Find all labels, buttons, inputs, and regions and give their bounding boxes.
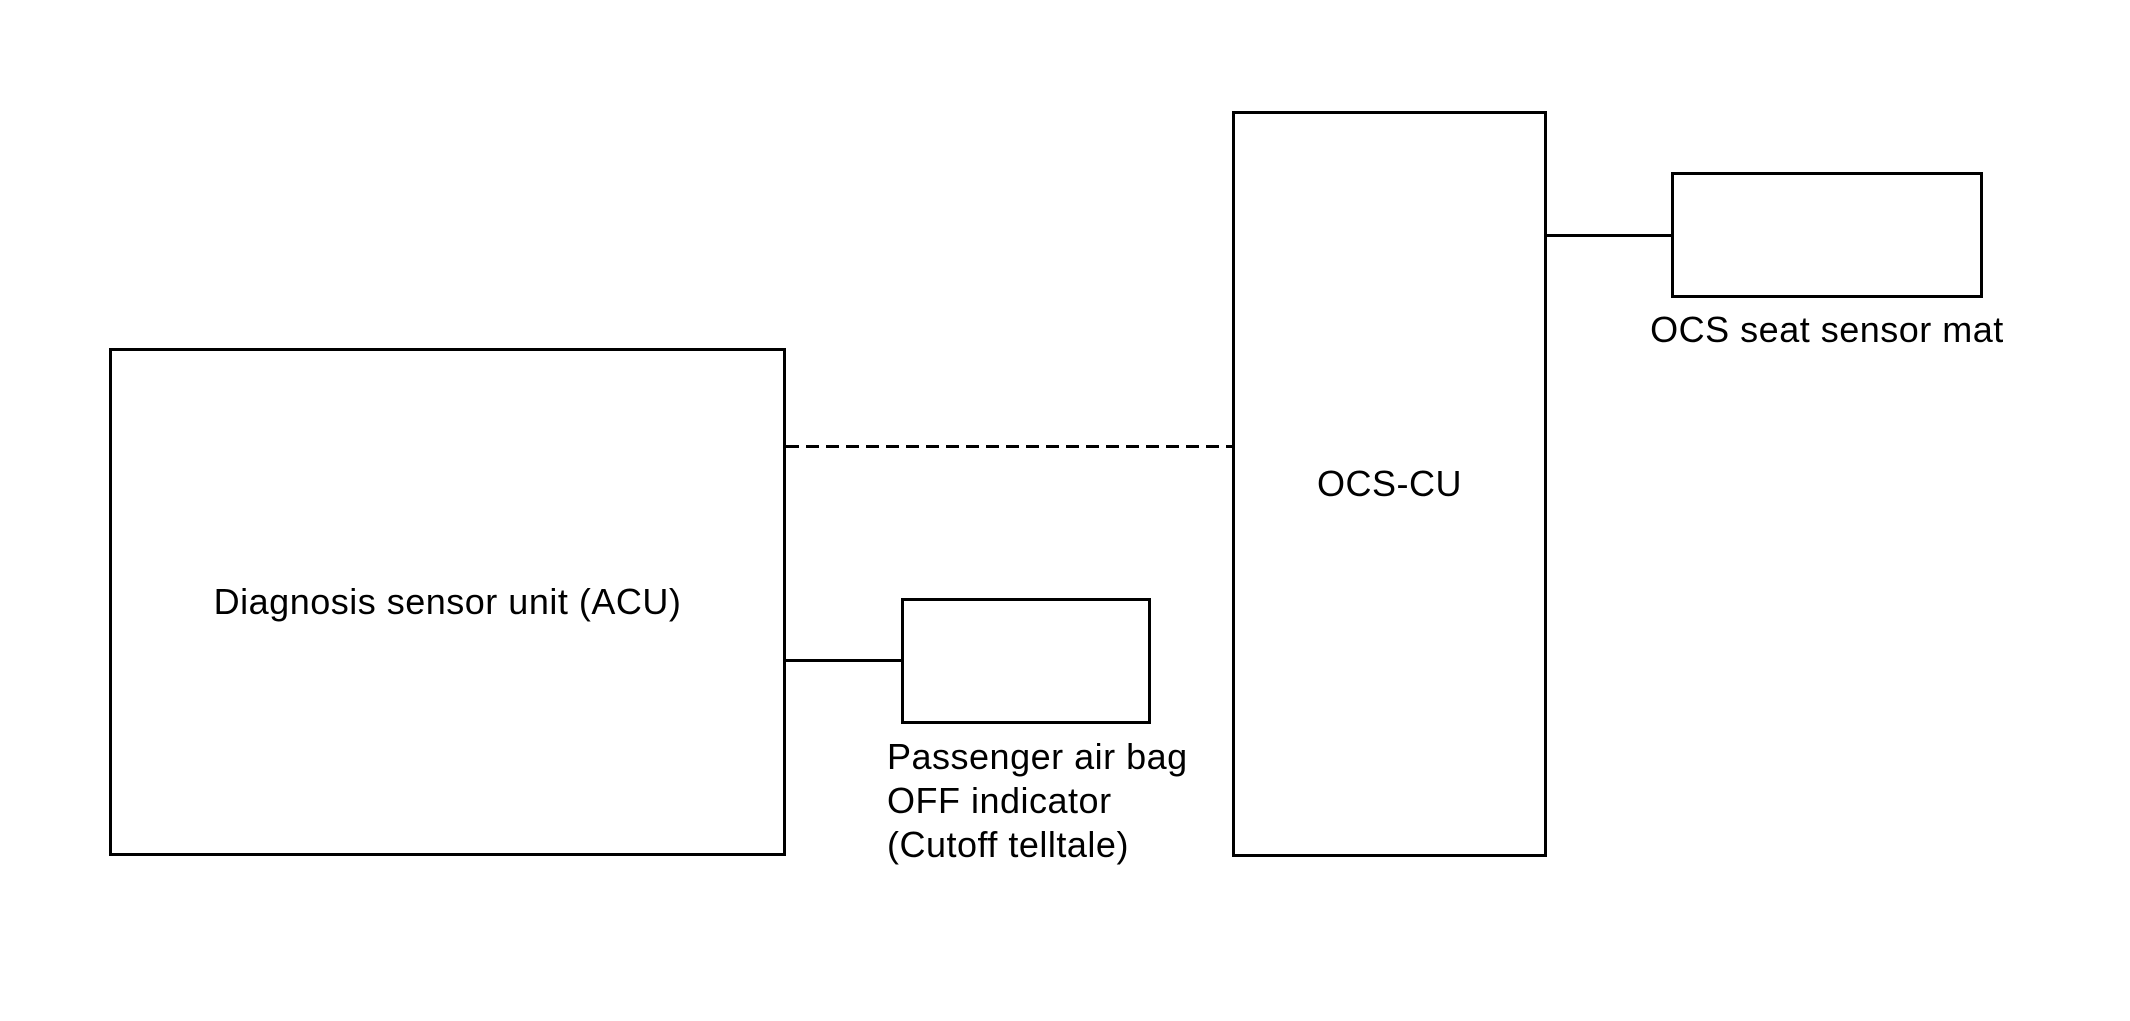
acu-box-label: Diagnosis sensor unit (ACU) [213, 581, 682, 622]
acu-box: Diagnosis sensor unit (ACU) [109, 348, 786, 856]
ocs-seat-sensor-mat-caption: OCS seat sensor mat [1650, 309, 2004, 350]
passenger-airbag-caption-line-2: OFF indicator [887, 780, 1112, 821]
passenger-airbag-off-indicator-caption: Passenger air bag OFF indicator (Cutoff … [887, 735, 1188, 867]
ocs-cu-box-label: OCS-CU [1317, 463, 1462, 504]
ocs-cu-box: OCS-CU [1232, 111, 1547, 857]
acu-to-passenger-indicator-link [786, 659, 902, 662]
ocscu-to-seat-sensor-mat-link [1547, 234, 1672, 237]
passenger-airbag-caption-line-3: (Cutoff telltale) [887, 824, 1129, 865]
passenger-airbag-caption-line-1: Passenger air bag [887, 736, 1188, 777]
passenger-airbag-off-indicator-box [901, 598, 1151, 724]
acu-to-ocscu-dashed-link [786, 445, 1233, 448]
ocs-seat-sensor-mat-box [1671, 172, 1983, 298]
